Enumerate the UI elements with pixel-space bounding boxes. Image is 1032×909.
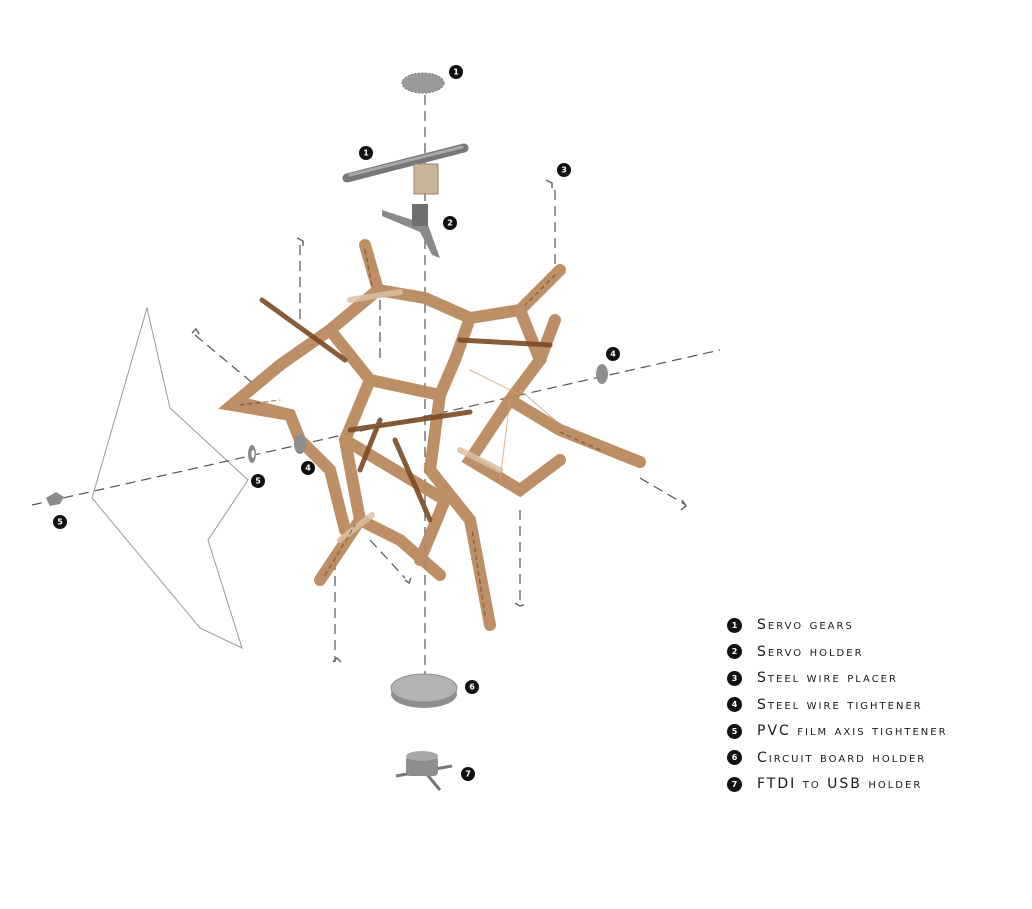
circuit-board-holder-part: [390, 673, 458, 708]
legend-item: 1 Servo gears: [727, 612, 1027, 639]
legend-item: 2 Servo holder: [727, 639, 1027, 666]
legend-label: Steel wire placer: [757, 670, 898, 687]
legend-number: 2: [727, 644, 742, 660]
callout-3: 3: [557, 163, 571, 177]
svg-text:4: 4: [610, 350, 616, 359]
svg-text:7: 7: [465, 770, 471, 779]
wire-placer-hooks: [191, 179, 688, 663]
legend-label: Steel wire tightener: [757, 696, 923, 713]
callout-6: 6: [465, 680, 479, 694]
servo-holder-part: [382, 204, 440, 258]
pvc-axis-tightener-end: [46, 492, 64, 506]
callout-2: 2: [443, 216, 457, 230]
steel-wire-tightener-right: [596, 364, 608, 384]
legend-number: 7: [727, 776, 742, 792]
legend-item: 7 FTDI to USB holder: [727, 771, 1027, 798]
legend-number: 5: [727, 723, 742, 739]
steel-wire-tightener-left: [294, 434, 306, 454]
svg-text:4: 4: [305, 464, 311, 473]
servo-gear-rod: [342, 143, 469, 195]
legend-label: Servo holder: [757, 643, 864, 660]
legend-label: Servo gears: [757, 617, 854, 634]
svg-text:1: 1: [453, 68, 459, 77]
legend-label: FTDI to USB holder: [757, 776, 923, 793]
svg-text:2: 2: [447, 219, 453, 228]
legend-item: 6 Circuit board holder: [727, 745, 1027, 772]
legend-item: 3 Steel wire placer: [727, 665, 1027, 692]
legend-item: 4 Steel wire tightener: [727, 692, 1027, 719]
callout-4-right: 4: [606, 347, 620, 361]
svg-text:1: 1: [363, 149, 369, 158]
callout-7: 7: [461, 767, 475, 781]
callout-1-rod: 1: [359, 146, 373, 160]
legend-label: PVC film axis tightener: [757, 723, 948, 740]
legend-number: 3: [727, 670, 742, 686]
callout-1-top: 1: [449, 65, 463, 79]
pvc-film-outline: [91, 306, 249, 649]
callout-5-ring: 5: [251, 474, 265, 488]
svg-text:5: 5: [255, 477, 261, 486]
legend-label: Circuit board holder: [757, 749, 927, 766]
legend-number: 6: [727, 750, 742, 766]
wooden-frame: [218, 239, 646, 631]
legend-number: 1: [727, 617, 742, 633]
callout-4-left: 4: [301, 461, 315, 475]
legend-number: 4: [727, 697, 742, 713]
svg-text:5: 5: [57, 518, 63, 527]
svg-text:3: 3: [561, 166, 567, 175]
legend-item: 5 PVC film axis tightener: [727, 718, 1027, 745]
ftdi-usb-holder-part: [395, 751, 453, 791]
parts-legend: 1 Servo gears 2 Servo holder 3 Steel wir…: [727, 612, 1027, 798]
assembly-axes: [31, 95, 721, 680]
servo-gear-disc: [401, 72, 445, 94]
svg-text:6: 6: [469, 683, 475, 692]
callout-5-end: 5: [53, 515, 67, 529]
pvc-axis-tightener-ring: [248, 445, 256, 463]
